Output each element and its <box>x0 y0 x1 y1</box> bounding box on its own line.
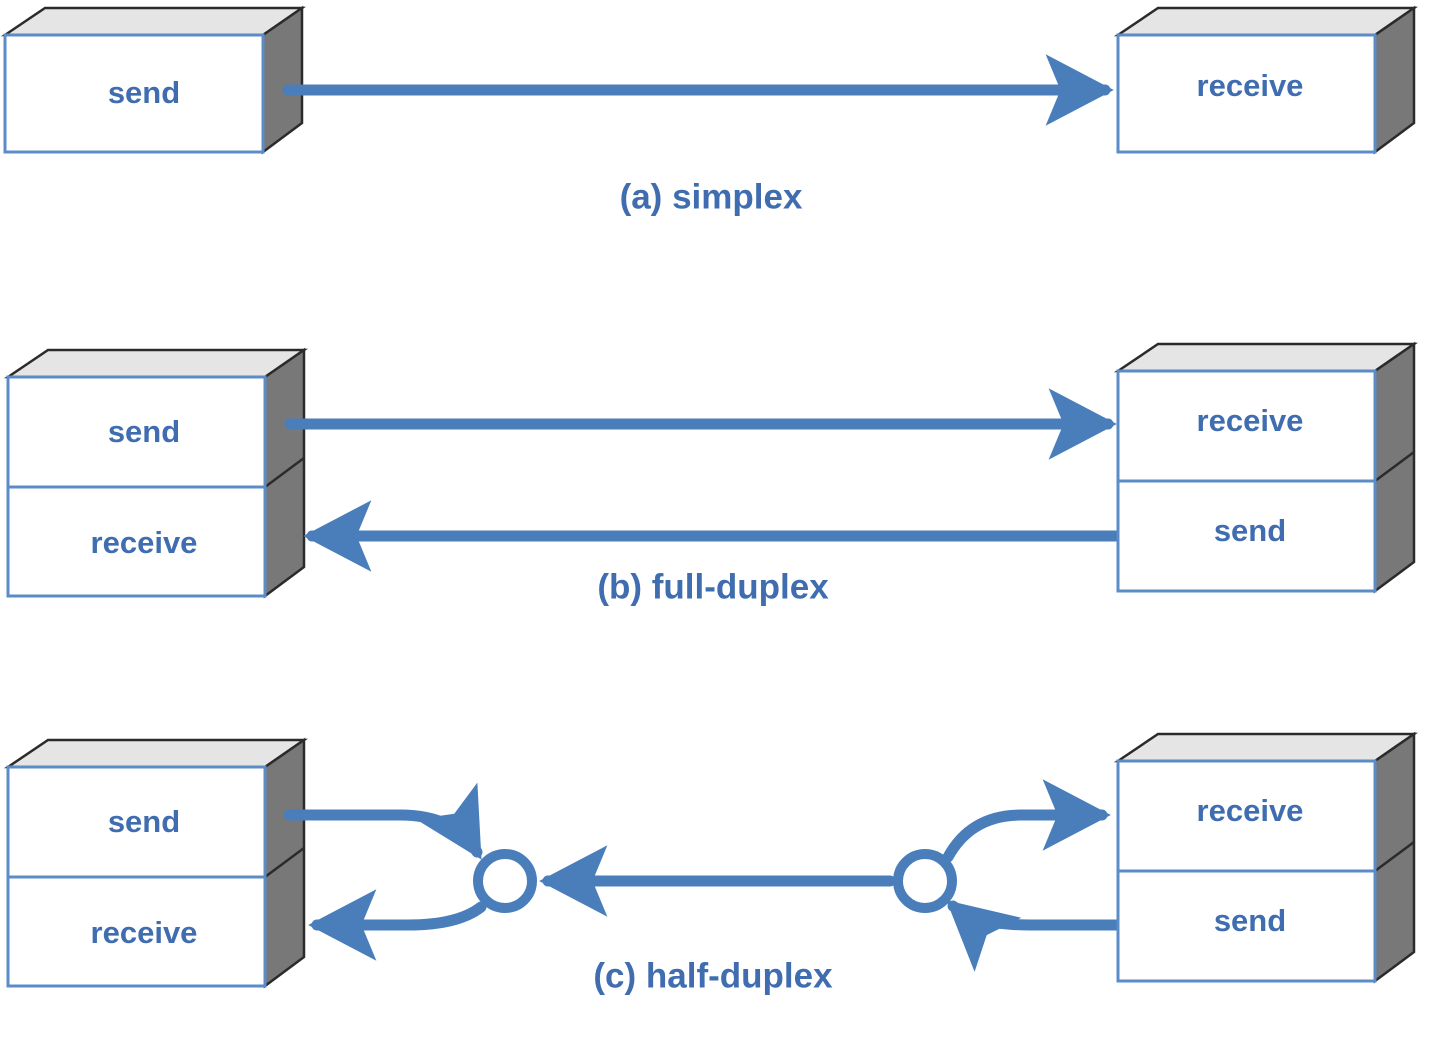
panel-c: send receive <box>3 731 1419 995</box>
panel-c-link-left-send-to-junction[interactable] <box>283 782 483 860</box>
panel-c-left-device[interactable]: send receive <box>3 737 309 989</box>
compartment-label: receive <box>1197 68 1304 103</box>
box-front-face-lower <box>1116 869 1377 983</box>
compartment-label: send <box>108 804 180 839</box>
panel-a-right-device[interactable]: receive <box>1113 5 1419 155</box>
box-top-face <box>3 348 309 379</box>
compartment-label: send <box>108 75 180 110</box>
link-line <box>308 889 487 961</box>
compartment-label: receive <box>1197 793 1304 828</box>
panel-c-link-right-send-to-junction[interactable] <box>946 900 1131 972</box>
box-front-face-upper <box>6 765 267 879</box>
compartment-label: receive <box>1197 403 1304 438</box>
box-front-face-upper <box>1116 369 1377 483</box>
box-side-divider <box>1374 840 1415 873</box>
box-front-face <box>1116 33 1377 154</box>
box-top-face <box>0 6 307 37</box>
panel-b-right-device[interactable]: receive send <box>1113 341 1419 594</box>
box-side-face <box>1373 5 1416 155</box>
compartment-label: send <box>1214 903 1286 938</box>
panel-c-link-left-junction-to-receive[interactable] <box>308 889 487 961</box>
box-top-face <box>1113 342 1419 373</box>
panel-c-right-device[interactable]: receive send <box>1113 731 1419 984</box>
panel-b-left-device[interactable]: send receive <box>3 347 309 599</box>
box-side-divider <box>1374 450 1415 483</box>
box-front-face-lower <box>6 875 267 988</box>
box-side-divider <box>264 846 305 879</box>
link-line <box>283 782 483 860</box>
panel-c-link-right-junction-to-receive[interactable] <box>942 779 1111 863</box>
compartment-label: receive <box>91 525 198 560</box>
panel-c-caption: (c) half-duplex <box>593 956 833 995</box>
right-junction-circle[interactable] <box>893 849 957 913</box>
panel-a: send receive (a) simplex <box>0 5 1419 216</box>
box-top-face <box>1113 6 1419 37</box>
box-front-face-lower <box>6 485 267 598</box>
box-side-face <box>261 5 304 155</box>
box-front-face-lower <box>1116 479 1377 593</box>
panel-a-left-device[interactable]: send <box>0 5 307 155</box>
box-side-divider <box>264 456 305 489</box>
compartment-label: receive <box>91 915 198 950</box>
compartment-label: send <box>1214 513 1286 548</box>
link-line <box>942 779 1111 863</box>
panel-b-caption: (b) full-duplex <box>597 567 829 606</box>
compartment-label: send <box>108 414 180 449</box>
panel-a-caption: (a) simplex <box>620 177 803 216</box>
panel-b: send receive receive send (b) fu <box>3 341 1419 606</box>
box-top-face <box>3 738 309 769</box>
box-top-face <box>1113 732 1419 763</box>
left-junction-circle[interactable] <box>473 849 537 913</box>
box-front-face <box>3 33 265 154</box>
link-line <box>946 900 1131 972</box>
